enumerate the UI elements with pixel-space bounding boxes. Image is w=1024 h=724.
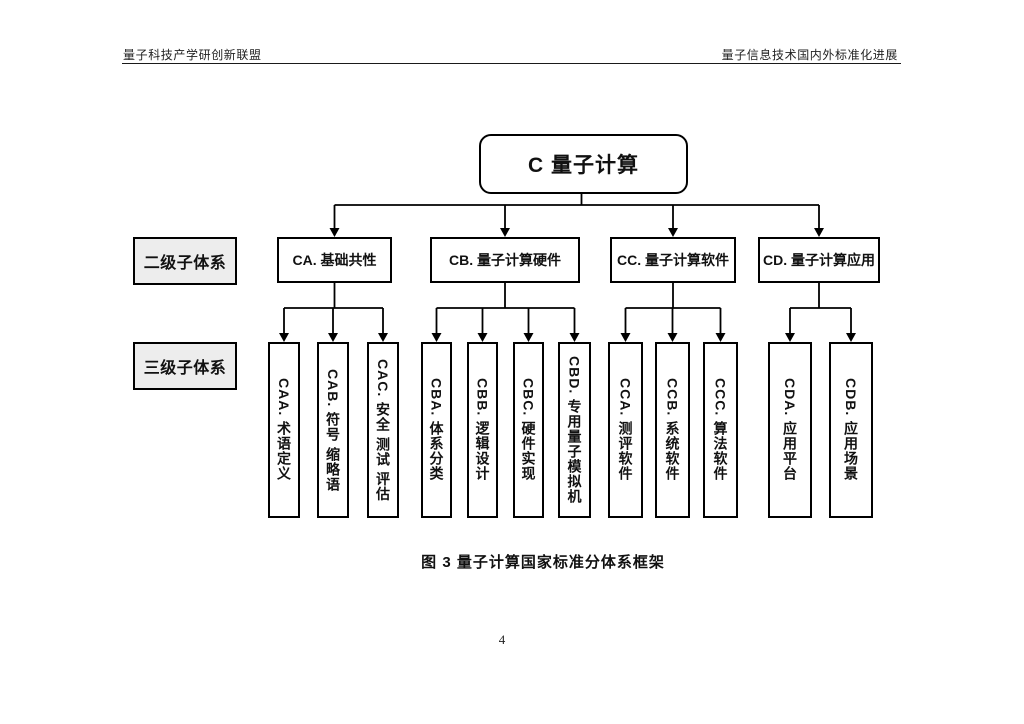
level2-label-ca: CA. 基础共性 bbox=[292, 252, 377, 268]
level3-label-cba: CBA. 体系分类 bbox=[428, 378, 445, 482]
level3-label-cbc: CBC. 硬件实现 bbox=[520, 378, 537, 482]
page-number: 4 bbox=[498, 632, 506, 647]
level3-box-cac: CAC. 安全 测试 评估 bbox=[367, 342, 399, 518]
level2-box-cb: CB. 量子计算硬件 bbox=[430, 237, 580, 283]
row-label-level2-text: 二级子体系 bbox=[143, 255, 227, 272]
level3-label-cac: CAC. 安全 测试 评估 bbox=[375, 358, 391, 502]
level3-box-ccc: CCC. 算法软件 bbox=[703, 342, 738, 518]
root-box: C 量子计算 bbox=[479, 134, 688, 194]
level3-label-cab: CAB. 符号 缩略语 bbox=[325, 368, 341, 492]
level3-box-cda: CDA. 应用平台 bbox=[768, 342, 812, 518]
row-label-level3-text: 三级子体系 bbox=[143, 360, 227, 377]
level3-label-caa: CAA. 术语定义 bbox=[276, 378, 292, 482]
level2-label-cc: CC. 量子计算软件 bbox=[617, 252, 729, 268]
row-label-level3: 三级子体系 bbox=[133, 342, 237, 390]
level3-box-cdb: CDB. 应用场景 bbox=[829, 342, 873, 518]
figure-caption: 图 3 量子计算国家标准分体系框架 bbox=[421, 554, 665, 571]
level3-box-cba: CBA. 体系分类 bbox=[421, 342, 452, 518]
level3-box-ccb: CCB. 系统软件 bbox=[655, 342, 690, 518]
level2-box-cc: CC. 量子计算软件 bbox=[610, 237, 736, 283]
level3-box-cab: CAB. 符号 缩略语 bbox=[317, 342, 349, 518]
header-right: 量子信息技术国内外标准化进展 bbox=[721, 48, 898, 62]
level3-box-cca: CCA. 测评软件 bbox=[608, 342, 643, 518]
level3-label-ccb: CCB. 系统软件 bbox=[664, 378, 681, 482]
root-box-label: C 量子计算 bbox=[528, 154, 639, 177]
level3-box-caa: CAA. 术语定义 bbox=[268, 342, 300, 518]
level3-box-cbd: CBD. 专用量子模拟机 bbox=[558, 342, 591, 518]
level2-box-cd: CD. 量子计算应用 bbox=[758, 237, 880, 283]
level2-label-cd: CD. 量子计算应用 bbox=[763, 252, 875, 268]
level3-label-cbd: CBD. 专用量子模拟机 bbox=[566, 355, 583, 505]
header-rule bbox=[122, 63, 901, 64]
level2-box-ca: CA. 基础共性 bbox=[277, 237, 392, 283]
level3-label-cbb: CBB. 逻辑设计 bbox=[474, 378, 491, 482]
level3-box-cbc: CBC. 硬件实现 bbox=[513, 342, 544, 518]
level3-label-cca: CCA. 测评软件 bbox=[617, 378, 634, 482]
level3-label-cda: CDA. 应用平台 bbox=[782, 378, 798, 482]
level3-box-cbb: CBB. 逻辑设计 bbox=[467, 342, 498, 518]
row-label-level2: 二级子体系 bbox=[133, 237, 237, 285]
level3-label-cdb: CDB. 应用场景 bbox=[843, 378, 859, 482]
level3-label-ccc: CCC. 算法软件 bbox=[712, 378, 729, 482]
level2-label-cb: CB. 量子计算硬件 bbox=[449, 252, 561, 268]
header-left: 量子科技产学研创新联盟 bbox=[123, 48, 262, 62]
